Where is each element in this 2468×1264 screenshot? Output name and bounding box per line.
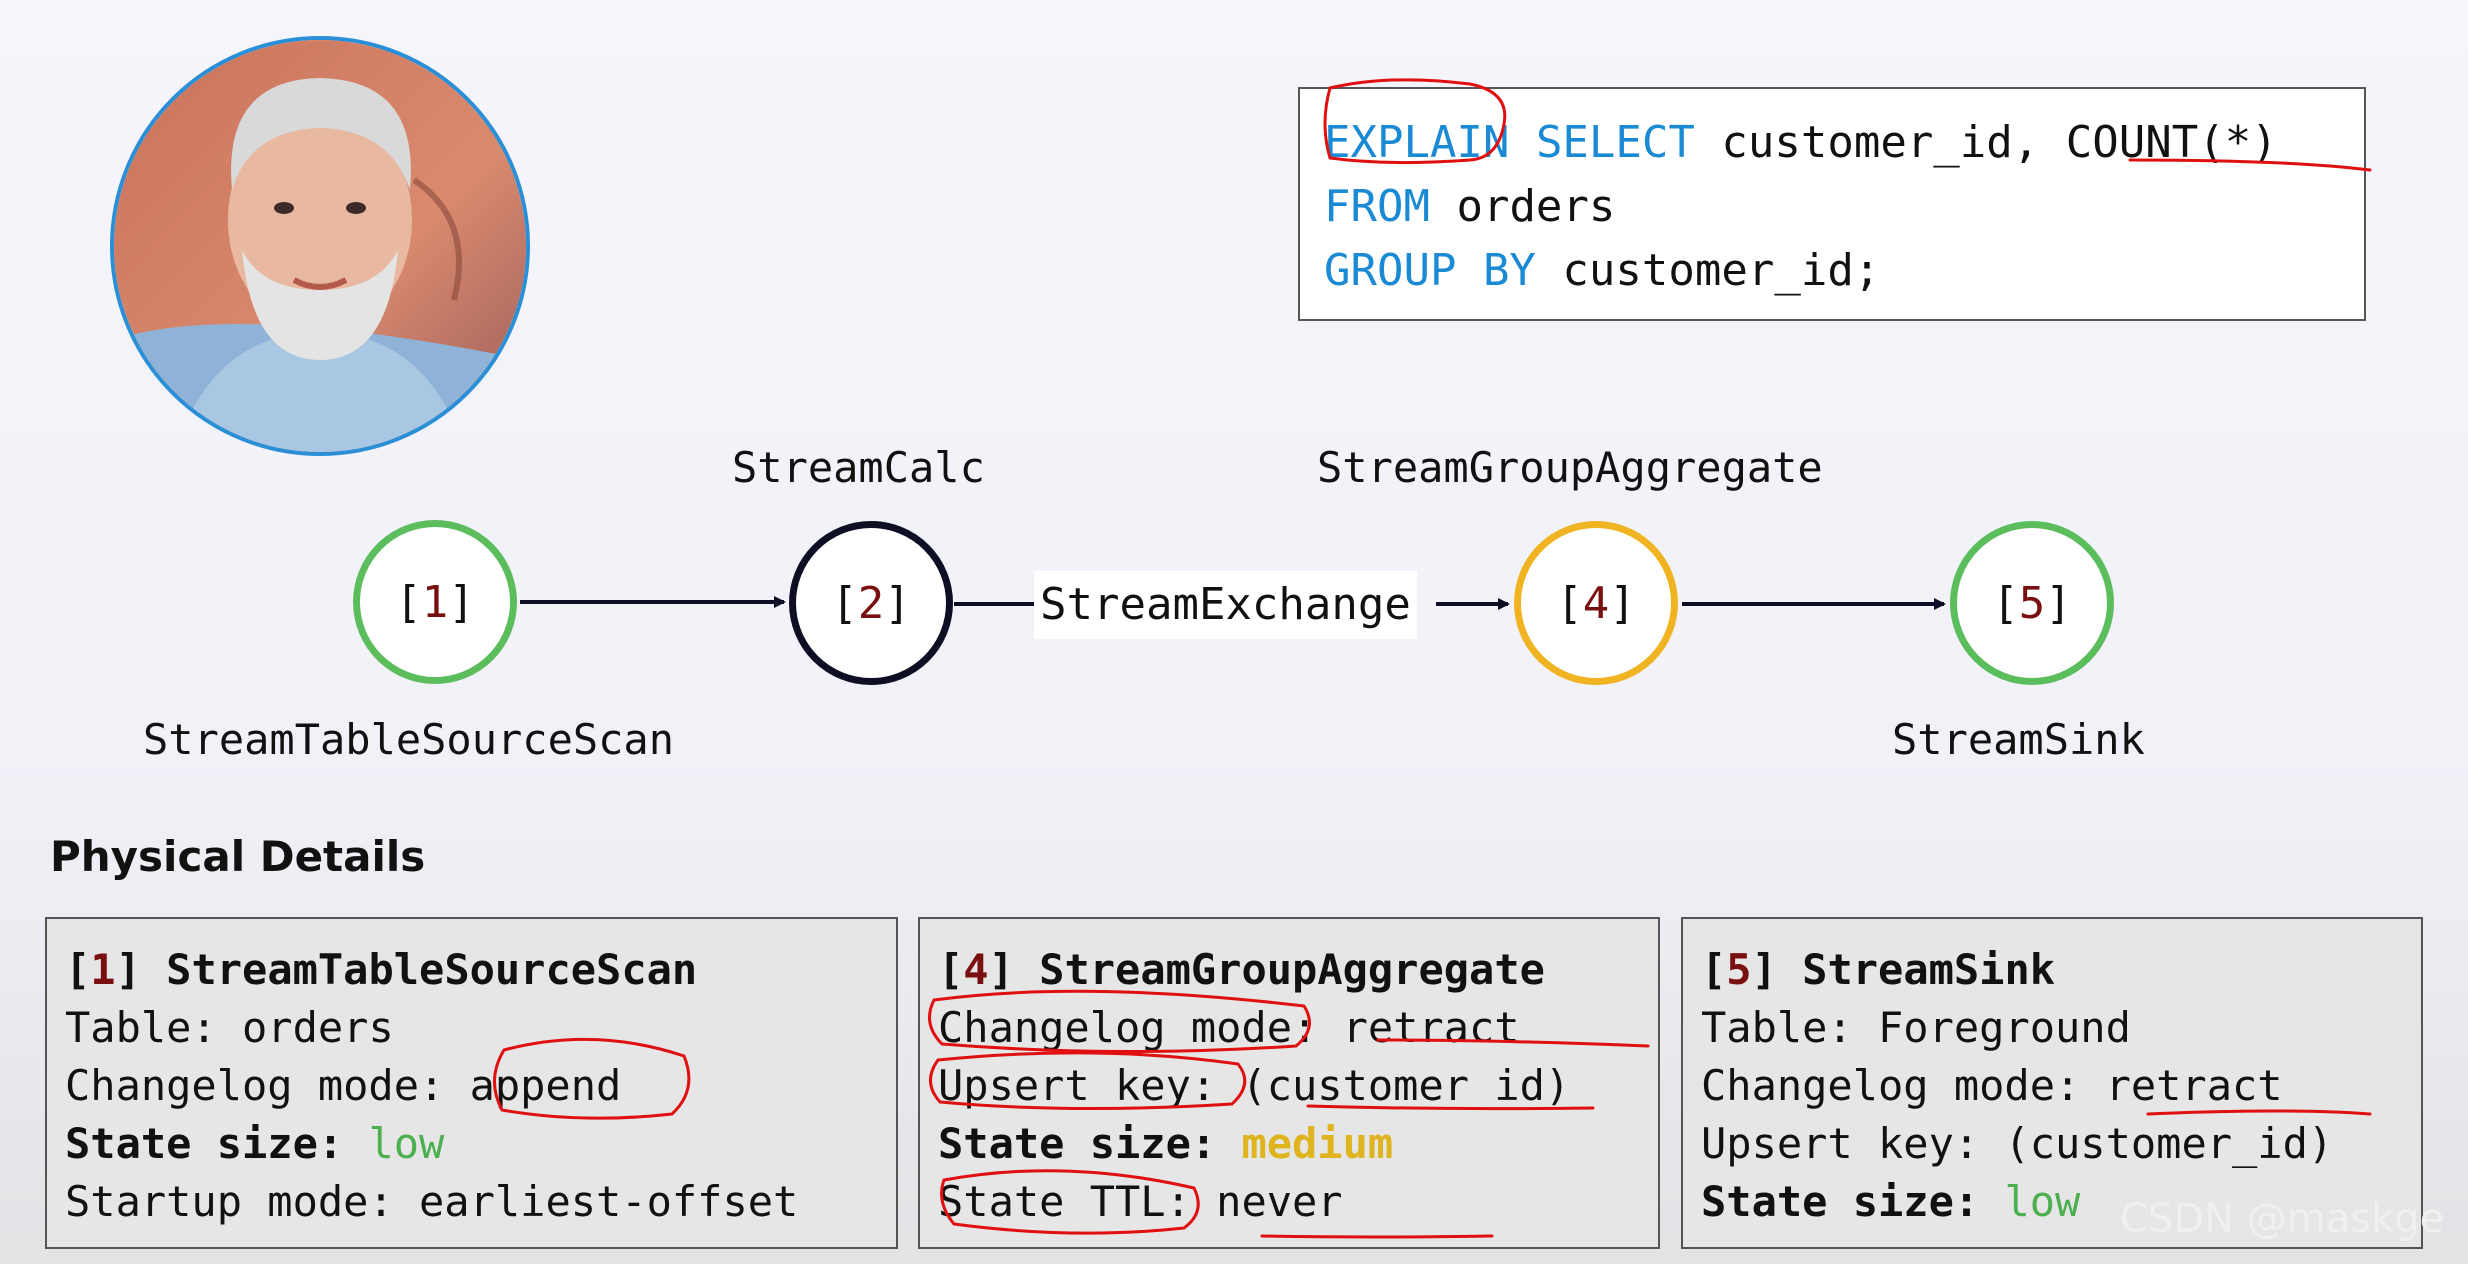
annotation-retract-underline-2 [2146,1109,2372,1116]
line-label: Changelog mode: [1701,1061,2106,1110]
panel-line: Upsert key: (customer_id) [1701,1115,2421,1173]
line-value: medium [1241,1119,1394,1168]
node-2: [2] [789,521,953,685]
panel-heading: [1] StreamTableSourceScan [65,945,698,994]
line-value: retract [1342,1003,1520,1052]
sql-text: customer_id, COUNT(*) [1694,117,2278,168]
line-label: Table: [65,1003,243,1052]
node-label-sink: StreamSink [1892,715,2145,764]
line-label: Upsert key: [1701,1119,2005,1168]
panel-line: State TTL: never [938,1173,1658,1231]
panel-name: StreamGroupAggregate [1039,945,1545,994]
line-value: never [1216,1177,1343,1226]
annotation-explain-circle [1323,78,1507,165]
sql-line-2: FROM orders [1324,175,2364,239]
sql-query-box: EXPLAIN SELECT customer_id, COUNT(*) FRO… [1298,87,2366,321]
node-label-group-aggregate: StreamGroupAggregate [1317,443,1823,492]
annotation-customer-underline [1306,1104,1595,1111]
node-number: 4 [1582,577,1610,629]
panel-line: Upsert key: (customer_id) [938,1057,1658,1115]
panel-number: 5 [1726,945,1752,994]
line-value: Foreground [1878,1003,2131,1052]
line-label: Changelog mode: [65,1061,470,1110]
line-label: State size [1701,1177,1954,1226]
panel-line: Changelog mode: retract [1701,1057,2421,1115]
node-number: 1 [421,576,449,628]
line-label: State size [65,1119,318,1168]
line-value: retract [2105,1061,2283,1110]
panel-number: 1 [90,945,116,994]
sql-keyword: SELECT [1535,117,1695,168]
panel-heading: [4] StreamGroupAggregate [938,945,1545,994]
sql-keyword: GROUP BY [1324,245,1536,296]
node-1: [1] [353,520,517,684]
panel-name: StreamTableSourceScan [166,945,698,994]
panel-number: 4 [963,945,989,994]
node-number: 2 [857,577,885,629]
annotation-retract-underline-1 [1376,1038,1650,1048]
annotation-changelog-circle [928,989,1311,1054]
annotation-append-circle [492,1037,691,1120]
line-value: earliest-offset [419,1177,799,1226]
sql-line-1: EXPLAIN SELECT customer_id, COUNT(*) [1324,111,2364,175]
panel-line: State size: low [65,1119,445,1168]
panel-line: Changelog mode: retract [938,999,1658,1057]
line-label: Upsert key: [938,1061,1242,1110]
panel-heading: [5] StreamSink [1701,945,2056,994]
line-value: (customer_id) [2004,1119,2334,1168]
node-label-calc: StreamCalc [732,443,985,492]
presenter-avatar [110,36,530,456]
edge-label-stream-exchange: StreamExchange [1034,571,1417,639]
line-value: low [2004,1177,2081,1226]
annotation-never-underline [1260,1234,1494,1239]
watermark: CSDN @maskge [2120,1196,2445,1242]
panel-line: Startup mode: earliest-offset [65,1173,896,1231]
panel-line: State size: low [1701,1177,2081,1226]
presenter-portrait [114,40,526,452]
line-value: (customer_id) [1241,1061,1571,1110]
annotation-count-underline [2128,158,2372,172]
line-label: Startup mode: [65,1177,420,1226]
panel-line: Table: Foreground [1701,999,2421,1057]
node-number: 5 [2018,577,2046,629]
annotation-ttl-circle [940,1169,1200,1235]
line-value: orders [242,1003,394,1052]
line-label: Table: [1701,1003,1879,1052]
panel-group-aggregate: [4] StreamGroupAggregate Changelog mode:… [918,917,1660,1249]
line-label: Changelog mode: [938,1003,1343,1052]
line-value: low [368,1119,445,1168]
physical-details-title: Physical Details [50,832,426,881]
panel-source-scan: [1] StreamTableSourceScan Table: orders … [45,917,898,1249]
line-label: State size [938,1119,1191,1168]
line-label: State TTL: [938,1177,1217,1226]
sql-keyword: FROM [1324,181,1430,232]
panel-sink: [5] StreamSink Table: Foreground Changel… [1681,917,2423,1249]
node-label-source-scan: StreamTableSourceScan [143,715,675,764]
node-4: [4] [1514,521,1678,685]
annotation-upsert-circle [929,1051,1247,1111]
sql-text: orders [1429,181,1616,232]
panel-line: State size: medium [938,1119,1394,1168]
panel-line: Table: orders [65,999,896,1057]
node-5: [5] [1950,521,2114,685]
sql-text: customer_id; [1535,245,1881,296]
panel-name: StreamSink [1802,945,2056,994]
sql-line-3: GROUP BY customer_id; [1324,239,2364,303]
